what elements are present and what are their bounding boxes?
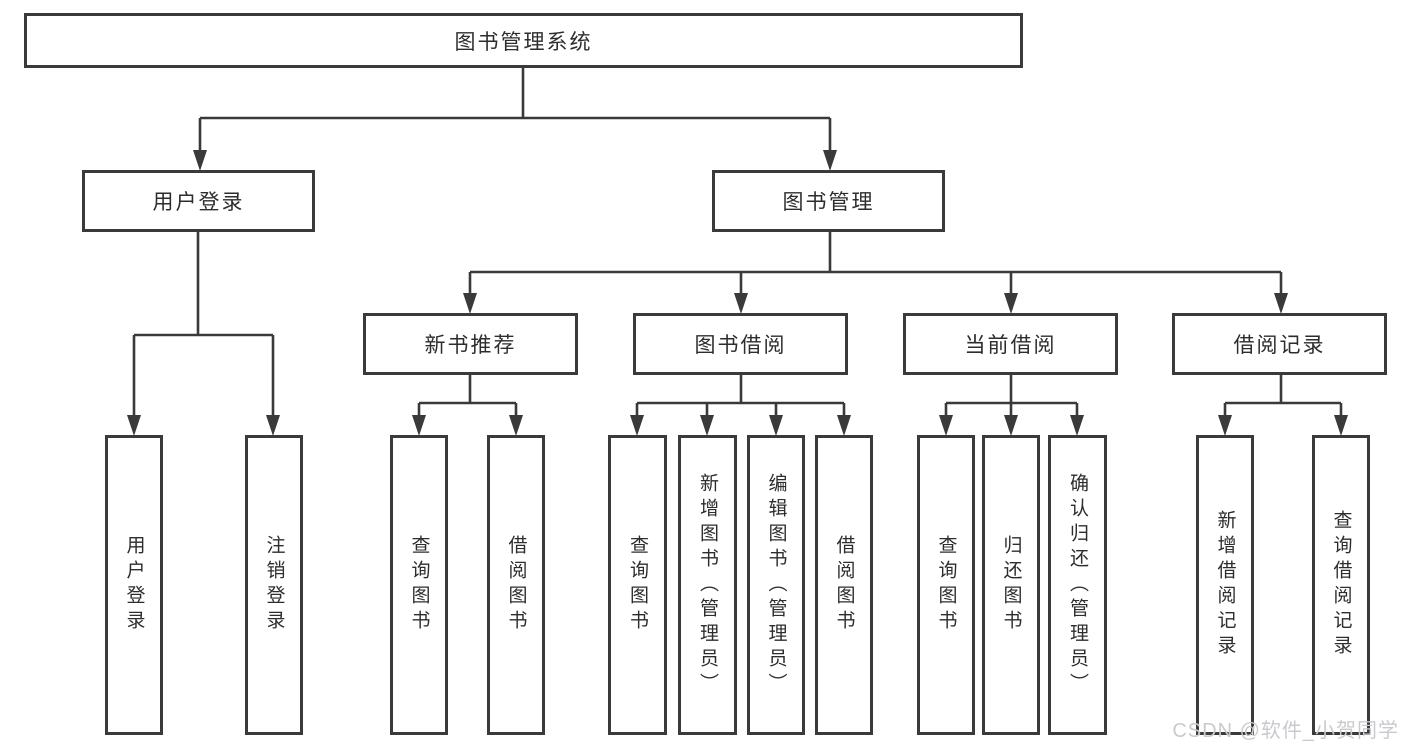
watermark: CSDN @软件_小贺同学 <box>1172 720 1399 742</box>
node-book-management: 图书管理 <box>712 170 945 232</box>
node-root-label: 图书管理系统 <box>454 30 593 54</box>
connector-current-borrow-branch <box>944 375 1079 417</box>
leaf-confirm-return-admin: 确认归还（管理员） <box>1048 435 1107 735</box>
node-user-login: 用户登录 <box>82 170 315 232</box>
node-new-book-recommend-label: 新书推荐 <box>424 334 517 357</box>
connector-user-login-branch <box>132 232 275 417</box>
leaf-logout-label: 注销登录 <box>263 535 285 635</box>
arrow-icon <box>1004 293 1018 314</box>
connector-book-mgmt-to-level3 <box>468 232 1283 294</box>
leaf-query-books-2-label: 查询图书 <box>627 535 648 635</box>
leaf-return-book: 归还图书 <box>982 435 1040 735</box>
node-borrow-records: 借阅记录 <box>1172 313 1387 375</box>
leaf-query-books-1-label: 查询图书 <box>408 535 430 635</box>
leaf-query-borrow-record: 查询借阅记录 <box>1312 435 1370 735</box>
leaf-borrow-books-2-label: 借阅图书 <box>833 535 855 635</box>
arrow-icon <box>1218 415 1232 436</box>
leaf-add-borrow-record-label: 新增借阅记录 <box>1214 510 1236 660</box>
arrow-icon <box>700 415 714 436</box>
leaf-borrow-books-1-label: 借阅图书 <box>505 535 527 635</box>
leaf-logout: 注销登录 <box>245 435 303 735</box>
leaf-add-book-admin: 新增图书（管理员） <box>678 435 737 735</box>
arrow-icon <box>1274 293 1288 314</box>
arrow-icon <box>837 415 851 436</box>
node-user-login-label: 用户登录 <box>152 191 245 214</box>
leaf-add-book-admin-label: 新增图书（管理员） <box>697 472 718 698</box>
node-book-management-label: 图书管理 <box>782 191 875 214</box>
arrow-icon <box>630 415 644 436</box>
arrow-icon <box>823 150 837 171</box>
leaf-query-books-3-label: 查询图书 <box>935 535 957 635</box>
connector-borrow-records-branch <box>1223 375 1343 417</box>
arrow-icon <box>769 415 783 436</box>
node-current-borrow: 当前借阅 <box>903 313 1118 375</box>
arrow-icon <box>266 415 280 436</box>
arrow-icon <box>734 293 748 314</box>
node-current-borrow-label: 当前借阅 <box>964 334 1057 357</box>
arrowheads <box>127 150 1348 436</box>
connector-new-book-rec-branch <box>417 375 518 417</box>
arrow-icon <box>193 150 207 171</box>
arrow-icon <box>1334 415 1348 436</box>
leaf-edit-book-admin-label: 编辑图书（管理员） <box>765 472 787 698</box>
leaf-query-books-2: 查询图书 <box>608 435 667 735</box>
arrow-icon <box>463 293 477 314</box>
leaf-confirm-return-admin-label: 确认归还（管理员） <box>1067 472 1088 698</box>
leaf-edit-book-admin: 编辑图书（管理员） <box>747 435 805 735</box>
leaf-query-books-3: 查询图书 <box>917 435 975 735</box>
node-book-borrow-label: 图书借阅 <box>694 334 787 357</box>
arrow-icon <box>1070 415 1084 436</box>
node-borrow-records-label: 借阅记录 <box>1233 334 1326 357</box>
arrow-icon <box>127 415 141 436</box>
node-book-borrow: 图书借阅 <box>633 313 848 375</box>
leaf-user-login: 用户登录 <box>105 435 163 735</box>
arrow-icon <box>939 415 953 436</box>
connector-root-to-level2 <box>198 68 832 152</box>
arrow-icon <box>412 415 426 436</box>
leaf-query-books-1: 查询图书 <box>390 435 448 735</box>
connector-book-borrow-branch <box>635 375 846 417</box>
arrow-icon <box>509 415 523 436</box>
node-new-book-recommend: 新书推荐 <box>363 313 578 375</box>
leaf-borrow-books-1: 借阅图书 <box>487 435 545 735</box>
arrow-icon <box>1004 415 1018 436</box>
leaf-query-borrow-record-label: 查询借阅记录 <box>1330 510 1352 660</box>
leaf-user-login-label: 用户登录 <box>123 535 145 635</box>
leaf-borrow-books-2: 借阅图书 <box>815 435 873 735</box>
leaf-return-book-label: 归还图书 <box>1000 535 1022 635</box>
node-root: 图书管理系统 <box>24 13 1023 68</box>
leaf-add-borrow-record: 新增借阅记录 <box>1196 435 1254 735</box>
